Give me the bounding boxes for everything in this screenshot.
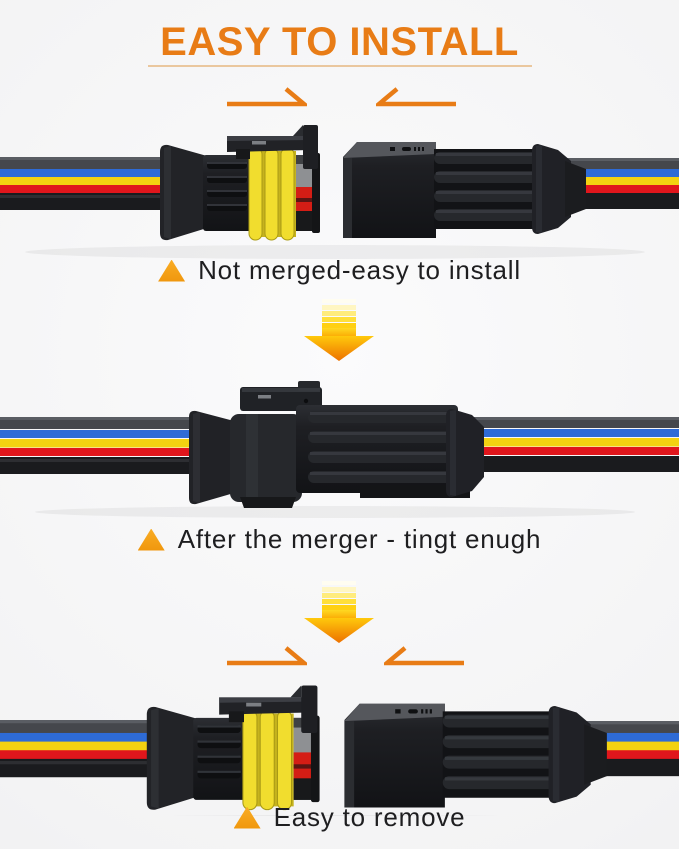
title-underline	[148, 65, 532, 67]
step-caption-3: Easy to remove	[10, 802, 679, 833]
triangle-bullet-icon	[137, 528, 165, 551]
connectors-separated-photo	[0, 111, 679, 263]
page-title: EASY TO INSTALL	[160, 20, 519, 64]
step-caption-text: Easy to remove	[273, 802, 466, 832]
focus-mark-left-icon	[225, 87, 307, 107]
down-arrow-icon	[302, 299, 376, 363]
step-caption-text: After the merger - tingt enugh	[177, 524, 542, 554]
step-caption-text: Not merged-easy to install	[198, 255, 521, 285]
step-caption-2: After the merger - tingt enugh	[0, 524, 679, 555]
down-arrow-icon	[302, 581, 376, 645]
connectors-separated-photo	[0, 656, 679, 816]
focus-mark-right-icon	[376, 87, 458, 107]
triangle-bullet-icon	[158, 259, 186, 282]
connectors-merged-photo	[0, 381, 679, 521]
triangle-bullet-icon	[233, 806, 261, 829]
step-caption-1: Not merged-easy to install	[0, 255, 679, 286]
